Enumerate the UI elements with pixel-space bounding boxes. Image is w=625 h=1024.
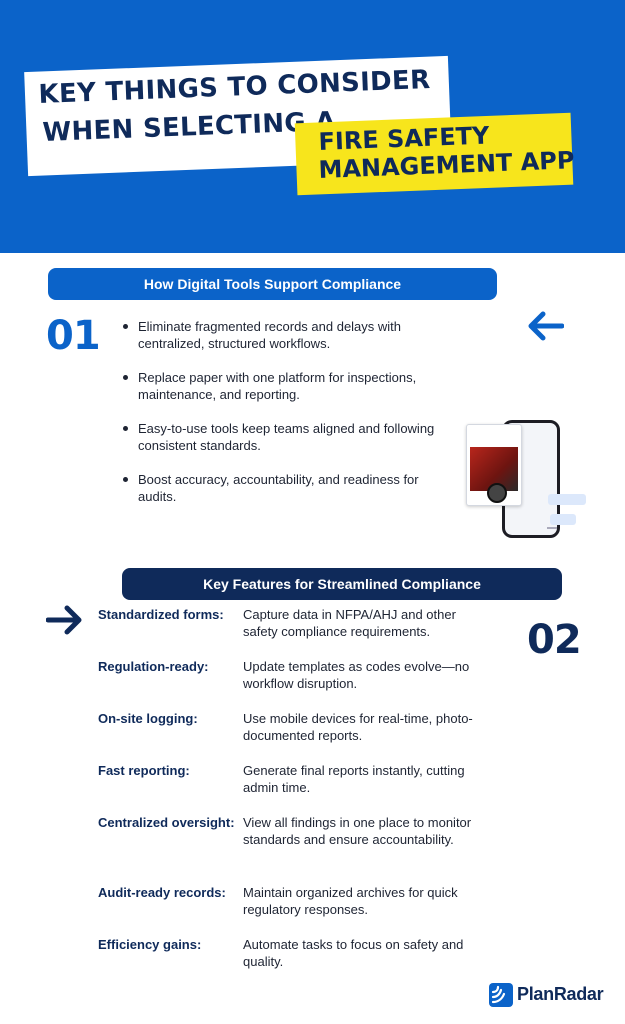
feature-label: Efficiency gains:	[98, 937, 202, 952]
arrow-right-icon	[46, 605, 82, 635]
feature-description: Use mobile devices for real-time, photo-…	[243, 711, 473, 743]
status-chip	[550, 514, 576, 525]
planradar-logo-icon	[489, 983, 513, 1007]
feature-description: Automate tasks to focus on safety and qu…	[243, 937, 464, 969]
feature-description: Capture data in NFPA/AHJ and other safet…	[243, 607, 456, 639]
feature-label: Regulation-ready:	[98, 659, 209, 674]
feature-label: On-site logging:	[98, 711, 198, 726]
feature-label: Centralized oversight:	[98, 815, 235, 830]
list-item: Replace paper with one platform for insp…	[120, 369, 450, 403]
phone-app-icon	[466, 418, 590, 540]
section2-heading: Key Features for Streamlined Compliance	[122, 568, 562, 600]
arrow-left-icon	[528, 311, 564, 341]
list-item: Easy-to-use tools keep teams aligned and…	[120, 420, 450, 454]
feature-label: Fast reporting:	[98, 763, 190, 778]
section2-number: 02	[527, 617, 582, 663]
feature-description: Update templates as codes evolve—no work…	[243, 659, 470, 691]
status-chip	[548, 494, 586, 505]
section1-heading: How Digital Tools Support Compliance	[48, 268, 497, 300]
feature-label: Audit-ready records:	[98, 885, 226, 900]
feature-description: Maintain organized archives for quick re…	[243, 885, 458, 917]
list-item: Boost accuracy, accountability, and read…	[120, 471, 450, 505]
section1-bullet-list: Eliminate fragmented records and delays …	[120, 318, 450, 522]
phone-home-bar	[547, 527, 557, 529]
section1-number: 01	[46, 313, 101, 359]
feature-description: View all findings in one place to monito…	[243, 815, 472, 847]
feature-label: Standardized forms:	[98, 607, 224, 622]
planradar-logo: PlanRadar	[488, 982, 608, 1008]
fire-equipment-photo	[470, 447, 518, 503]
brand-name: PlanRadar	[517, 984, 604, 1004]
feature-description: Generate final reports instantly, cuttin…	[243, 763, 465, 795]
list-item: Eliminate fragmented records and delays …	[120, 318, 450, 352]
inspection-card	[466, 424, 522, 506]
